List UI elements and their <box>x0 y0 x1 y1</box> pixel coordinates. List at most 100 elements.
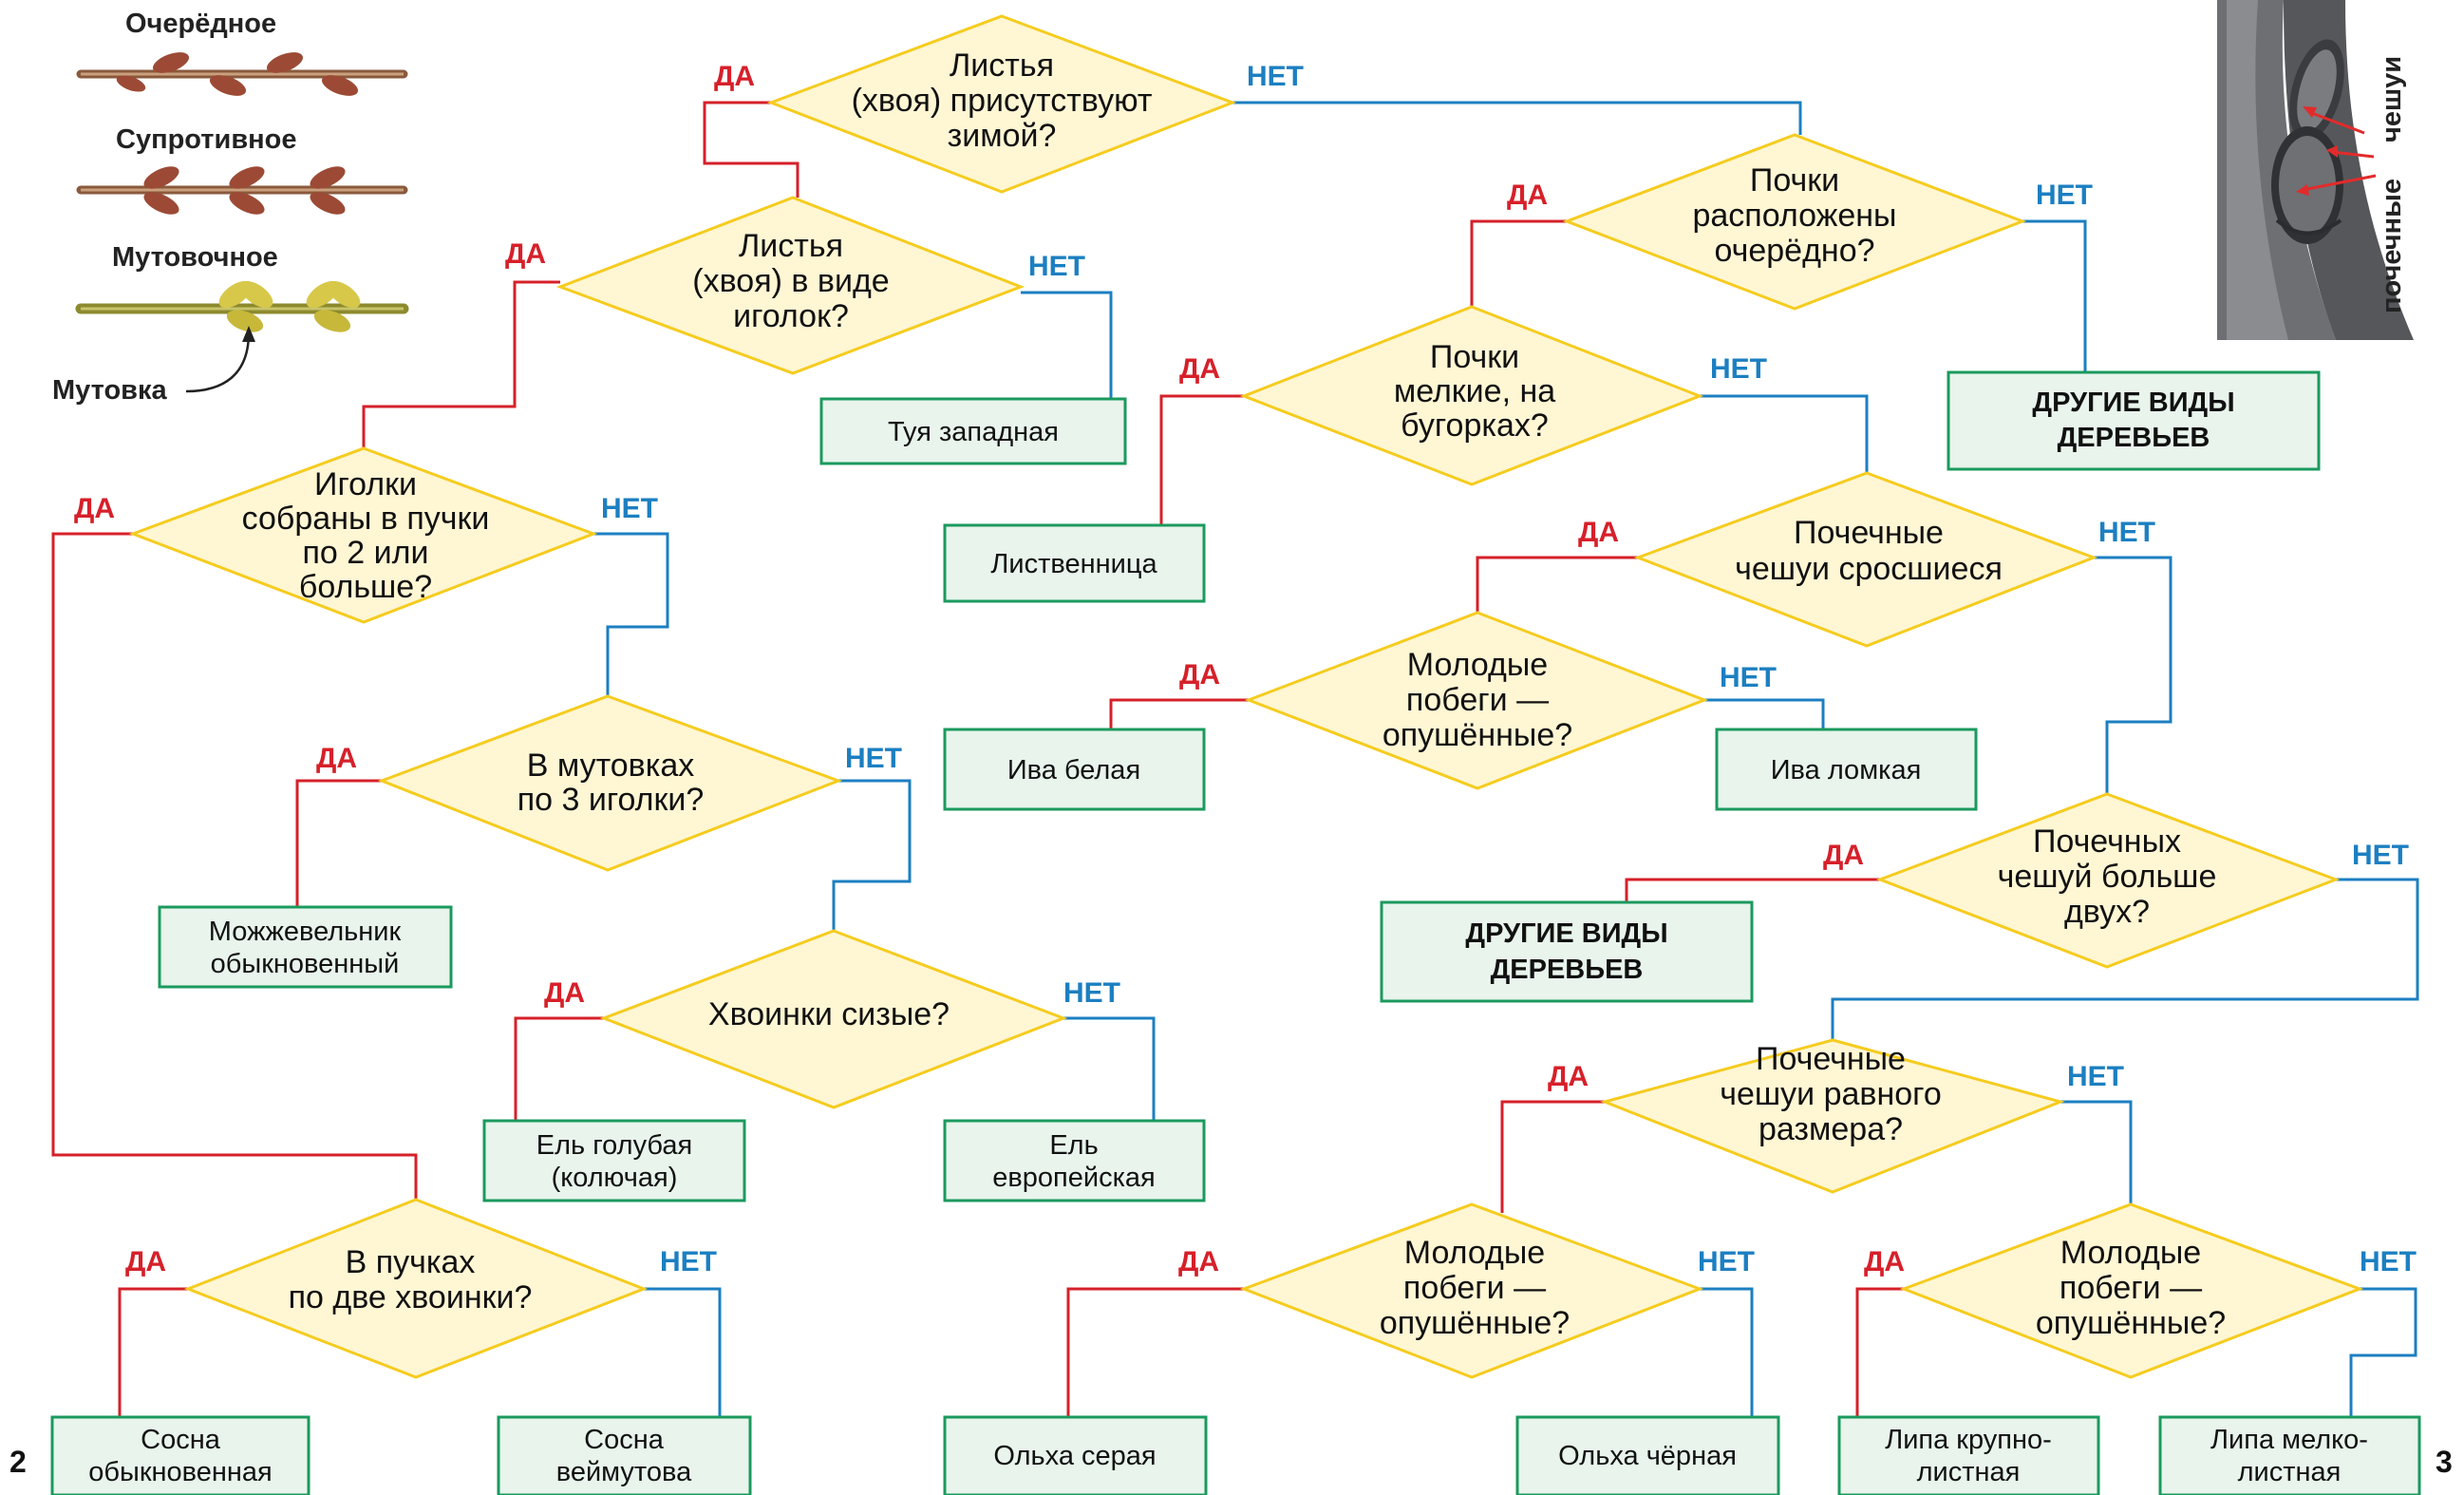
no-label: НЕТ <box>2067 1061 2124 1092</box>
svg-text:Почечных: Почечных <box>2033 823 2181 860</box>
answer-norway-spruce: Ель европейская <box>943 1119 1206 1202</box>
inset-label-line2: чешуи <box>2377 56 2407 142</box>
svg-text:расположены: расположены <box>1692 198 1896 234</box>
answer-thuja: Туя западная <box>819 397 1127 465</box>
bud-scales-illustration: почечные чешуи <box>2203 0 2414 340</box>
svg-text:по две хвоинки?: по две хвоинки? <box>289 1279 533 1315</box>
svg-text:двух?: двух? <box>2064 894 2150 930</box>
alternate-twig-illustration <box>76 52 408 96</box>
svg-text:Листья: Листья <box>950 47 1054 84</box>
no-label: НЕТ <box>845 743 902 774</box>
answer-large-leaved-linden: Липа крупно- листная <box>1837 1415 2100 1495</box>
question-equal-scale-size: Почечные чешуи равного размера? <box>1600 1038 2065 1194</box>
question-pubescent-shoots: Молодые побеги — опушённые? <box>1244 611 1709 790</box>
no-label: НЕТ <box>2036 180 2093 211</box>
svg-text:(хвоя) присутствуют: (хвоя) присутствуют <box>852 83 1153 119</box>
answer-juniper: Можжевельник обыкновенный <box>158 905 453 989</box>
yes-label: ДА <box>1548 1061 1589 1092</box>
question-pubescent-shoots: Молодые побеги — опушённые? <box>1239 1202 1704 1379</box>
page-number-left: 2 <box>9 1445 27 1479</box>
opposite-twig-illustration <box>76 166 408 215</box>
svg-text:собраны в пучки: собраны в пучки <box>242 501 490 537</box>
answer-scots-pine: Сосна обыкновенная <box>50 1415 310 1495</box>
yes-label: ДА <box>1178 1246 1219 1277</box>
svg-text:Липа крупно-: Липа крупно- <box>1885 1425 2052 1455</box>
yes-label: ДА <box>316 743 357 774</box>
svg-text:Ива ломкая: Ива ломкая <box>1771 755 1922 785</box>
question-leaves-in-winter: Листья (хвоя) присутствуют зимой? <box>766 14 1237 194</box>
question-needles-in-bundles: Иголки собраны в пучки по 2 или больше? <box>128 446 598 624</box>
yes-label: ДА <box>1179 659 1220 691</box>
svg-text:обыкновенная: обыкновенная <box>88 1457 272 1487</box>
answer-small-leaved-linden: Липа мелко- листная <box>2158 1415 2421 1495</box>
no-label: НЕТ <box>1028 251 1085 282</box>
question-pubescent-shoots: Молодые побеги — опушённые? <box>1899 1202 2364 1379</box>
svg-text:больше?: больше? <box>299 569 432 605</box>
svg-text:листная: листная <box>1917 1457 2021 1487</box>
svg-text:чешуи сросшиеся: чешуи сросшиеся <box>1735 551 2003 587</box>
svg-text:бугорках?: бугорках? <box>1401 407 1549 444</box>
svg-text:Ель голубая: Ель голубая <box>536 1130 692 1161</box>
answer-other-trees: ДРУГИЕ ВИДЫ ДЕРЕВЬЕВ <box>1947 370 2321 471</box>
yes-label: ДА <box>1823 840 1864 871</box>
no-label: НЕТ <box>1710 353 1767 385</box>
svg-text:В пучках: В пучках <box>346 1244 476 1280</box>
svg-text:чешуи равного: чешуи равного <box>1720 1076 1941 1112</box>
svg-text:Ель: Ель <box>1049 1130 1098 1161</box>
yes-label: ДА <box>1864 1246 1905 1277</box>
svg-text:опушённые?: опушённые? <box>1382 717 1572 753</box>
svg-text:Ольха чёрная: Ольха чёрная <box>1558 1441 1737 1471</box>
svg-text:зимой?: зимой? <box>948 118 1057 154</box>
svg-text:Лиственница: Лиственница <box>990 549 1157 579</box>
legend-whorl-label: Мутовка <box>52 375 168 406</box>
svg-text:Хвоинки сизые?: Хвоинки сизые? <box>708 996 950 1032</box>
svg-text:ДЕРЕВЬЕВ: ДЕРЕВЬЕВ <box>1491 955 1644 985</box>
svg-text:Листья: Листья <box>739 228 843 264</box>
answer-blue-spruce: Ель голубая (колючая) <box>482 1119 746 1202</box>
answer-grey-alder: Ольха серая <box>943 1415 1208 1495</box>
answer-black-alder: Ольха чёрная <box>1515 1415 1780 1495</box>
legend-alternate-label: Очерёдное <box>125 9 276 39</box>
svg-text:Иголки: Иголки <box>314 466 417 502</box>
question-fused-bud-scales: Почечные чешуи сросшиеся <box>1633 471 2098 648</box>
page-number-right: 3 <box>2436 1445 2453 1479</box>
svg-text:(колючая): (колючая) <box>552 1163 678 1193</box>
no-label: НЕТ <box>2352 840 2409 871</box>
svg-text:Сосна: Сосна <box>141 1425 221 1455</box>
svg-text:опушённые?: опушённые? <box>1380 1305 1570 1341</box>
svg-text:очерёдно?: очерёдно? <box>1714 233 1874 269</box>
question-needle-shaped: Листья (хвоя) в виде иголок? <box>555 196 1025 375</box>
svg-text:(хвоя) в виде: (хвоя) в виде <box>692 263 889 299</box>
svg-text:Ольха серая: Ольха серая <box>993 1441 1156 1471</box>
svg-text:ДЕРЕВЬЕВ: ДЕРЕВЬЕВ <box>2058 423 2210 453</box>
no-label: НЕТ <box>1247 61 1304 92</box>
yes-label: ДА <box>74 493 115 524</box>
answer-other-trees: ДРУГИЕ ВИДЫ ДЕРЕВЬЕВ <box>1380 900 1754 1003</box>
svg-text:Липа мелко-: Липа мелко- <box>2210 1425 2368 1455</box>
inset-label-line1: почечные <box>2377 179 2407 313</box>
svg-text:иголок?: иголок? <box>733 298 849 334</box>
question-whorls-of-three: В мутовках по 3 иголки? <box>377 694 843 872</box>
yes-label: ДА <box>505 238 546 270</box>
svg-text:обыкновенный: обыкновенный <box>211 949 400 979</box>
svg-text:побеги —: побеги — <box>2060 1270 2202 1306</box>
svg-text:В мутовках: В мутовках <box>527 748 695 784</box>
answer-crack-willow: Ива ломкая <box>1715 728 1978 811</box>
svg-text:чешуй больше: чешуй больше <box>1998 859 2217 895</box>
svg-text:ДРУГИЕ ВИДЫ: ДРУГИЕ ВИДЫ <box>1465 918 1667 949</box>
svg-text:Туя западная: Туя западная <box>888 417 1059 447</box>
svg-text:Можжевельник: Можжевельник <box>209 917 402 947</box>
answer-white-willow: Ива белая <box>943 728 1206 811</box>
svg-text:веймутова: веймутова <box>556 1457 692 1487</box>
no-label: НЕТ <box>2360 1246 2417 1277</box>
svg-text:Почечные: Почечные <box>1794 515 1944 551</box>
svg-text:Сосна: Сосна <box>584 1425 665 1455</box>
svg-text:побеги —: побеги — <box>1403 1270 1546 1306</box>
legend-whorled-label: Мутовочное <box>112 242 278 273</box>
question-alternate-buds: Почки расположены очерёдно? <box>1562 133 2027 311</box>
no-label: НЕТ <box>1698 1246 1755 1277</box>
svg-text:по 3 иголки?: по 3 иголки? <box>517 782 705 818</box>
question-more-than-two-scales: Почечных чешуй больше двух? <box>1875 792 2341 969</box>
answer-larch: Лиственница <box>943 523 1206 603</box>
no-label: НЕТ <box>660 1246 717 1277</box>
